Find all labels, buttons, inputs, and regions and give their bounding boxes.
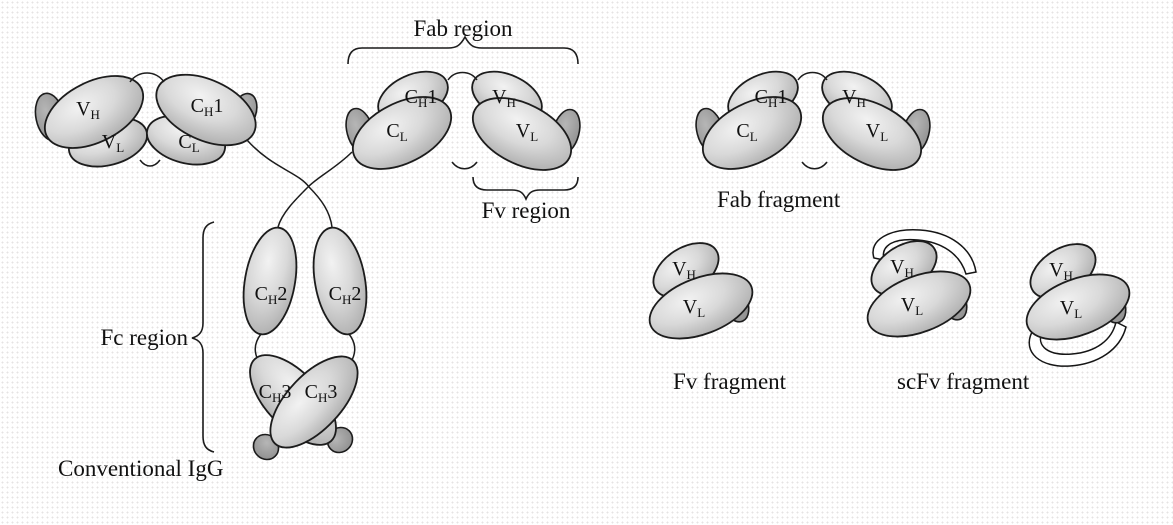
domain-label-vl: VL <box>901 294 923 318</box>
fab-region-brace <box>347 35 579 65</box>
scfv-linker-ribbon <box>1028 320 1127 367</box>
domain-label-vh: VH <box>890 256 914 280</box>
domain-vl-ellipse <box>821 97 923 171</box>
domain-label-vl: VL <box>1060 297 1082 321</box>
fab-fragment-label: Fab fragment <box>717 187 841 212</box>
fv-region-brace <box>472 176 579 202</box>
domain-label-cl: CL <box>736 120 757 144</box>
left-arm-bottom-link <box>139 159 161 167</box>
fab-bottom-link <box>801 161 828 170</box>
igg-hinge <box>246 139 353 228</box>
igg-right-arm: CH1 CL VH VL <box>345 70 581 171</box>
domain-cl-ellipse <box>351 96 453 170</box>
domain-vl-ellipse <box>648 272 754 340</box>
scfv-fragment-left: VH VL <box>866 229 977 338</box>
right-arm-top-link <box>447 71 478 81</box>
domain-label-vh: VH <box>76 98 100 122</box>
domain-label-ch3: CH3 <box>259 381 292 405</box>
scfv-fragment-label: scFv fragment <box>897 369 1030 394</box>
domain-label-ch2: CH2 <box>255 283 288 307</box>
domain-label-vl: VL <box>683 296 705 320</box>
domain-cl-ellipse <box>701 96 803 170</box>
fv-region-label: Fv region <box>482 198 571 223</box>
domain-label-ch1: CH1 <box>405 86 438 110</box>
domain-vl-ellipse <box>471 97 573 171</box>
domain-label-vh: VH <box>1049 259 1073 283</box>
fv-fragment-label: Fv fragment <box>673 369 787 394</box>
domain-label-vl: VL <box>516 120 538 144</box>
domain-label-ch1: CH1 <box>755 86 788 110</box>
domain-label-vh: VH <box>492 86 516 110</box>
fab-top-link <box>797 71 828 81</box>
igg-left-arm: VH VL CH1 CL <box>34 72 258 168</box>
fv-fragment: VH VL <box>648 242 754 340</box>
scfv-fragment-right: VH VL <box>1025 243 1131 367</box>
domain-label-cl: CL <box>386 120 407 144</box>
domain-ch3-ellipse <box>269 355 359 449</box>
domain-label-vl: VL <box>102 131 124 155</box>
hinge-line-left <box>246 139 333 228</box>
ch2-ch3-link-right <box>348 333 356 361</box>
left-arm-top-link <box>129 72 165 83</box>
right-arm-bottom-link <box>451 161 478 170</box>
fc-region-label: Fc region <box>100 325 188 350</box>
domain-label-cl: CL <box>178 131 199 155</box>
domain-label-ch1: CH1 <box>191 95 224 119</box>
igg-fc-part: CH2 CH2 CH3 CH3 <box>242 226 368 461</box>
domain-ch2-ellipse <box>312 226 368 336</box>
domain-ch2-ellipse <box>242 226 298 336</box>
domain-label-vh: VH <box>672 258 696 282</box>
hinge-line-right <box>277 151 353 228</box>
domain-label-vl: VL <box>866 120 888 144</box>
domain-vl-ellipse <box>866 270 972 338</box>
fab-region-label: Fab region <box>413 16 513 41</box>
scfv-linker-ribbon <box>872 229 977 275</box>
domain-label-ch2: CH2 <box>329 283 362 307</box>
conventional-igg-label: Conventional IgG <box>58 456 223 481</box>
domain-ch1-ellipse <box>155 73 257 147</box>
fc-region-brace <box>191 221 215 453</box>
domain-vl-ellipse <box>1025 273 1131 341</box>
domain-label-ch3: CH3 <box>305 381 338 405</box>
domain-vh-ellipse <box>43 75 145 149</box>
domain-label-vh: VH <box>842 86 866 110</box>
fab-fragment: CH1 CL VH VL <box>695 70 931 171</box>
